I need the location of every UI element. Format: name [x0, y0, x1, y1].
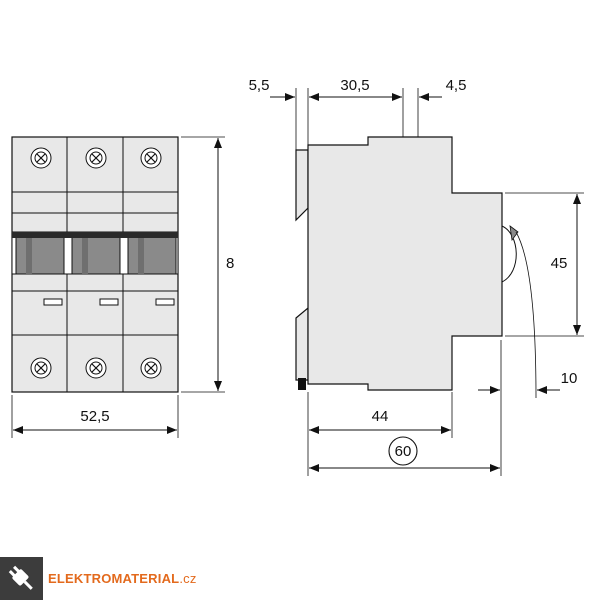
- dimension-label-top-right: 4,5: [446, 77, 467, 94]
- screw-icon: [140, 147, 162, 169]
- brand-name[interactable]: ELEKTROMATERIAL.cz: [48, 571, 197, 586]
- dimension-label-side-offset: 10: [561, 370, 578, 387]
- dimension-label-top-left: 5,5: [249, 77, 270, 94]
- dimension-label-front-width: 52,5: [80, 408, 109, 425]
- dimension-side-offset: 10: [478, 231, 578, 476]
- dimension-top: 5,5 30,5 4,5: [249, 77, 467, 150]
- dimension-label-total-depth: 60: [395, 443, 412, 460]
- brand-tld: .cz: [179, 571, 197, 586]
- dimension-bottom: 44 60: [307, 392, 500, 476]
- screw-icon: [30, 147, 52, 169]
- side-view: [295, 136, 519, 391]
- dimension-front-width: 52,5: [11, 395, 179, 438]
- lever-band: [11, 231, 179, 275]
- dimension-front-height: 8: [181, 136, 234, 393]
- screw-icon: [85, 147, 107, 169]
- plug-icon: [0, 557, 43, 600]
- brand-label: ELEKTROMATERIAL: [48, 571, 180, 586]
- screw-icon: [140, 357, 162, 379]
- front-view: [11, 136, 179, 393]
- screw-icon: [85, 357, 107, 379]
- dimension-label-front-height: 8: [226, 255, 234, 272]
- dimension-side-height: 45: [505, 192, 584, 337]
- dimension-label-side-height: 45: [551, 255, 568, 272]
- dimension-label-top-mid: 30,5: [340, 77, 369, 94]
- screw-icon: [30, 357, 52, 379]
- dimension-label-side-depth: 44: [372, 408, 389, 425]
- brand-footer: ELEKTROMATERIAL.cz: [0, 557, 200, 600]
